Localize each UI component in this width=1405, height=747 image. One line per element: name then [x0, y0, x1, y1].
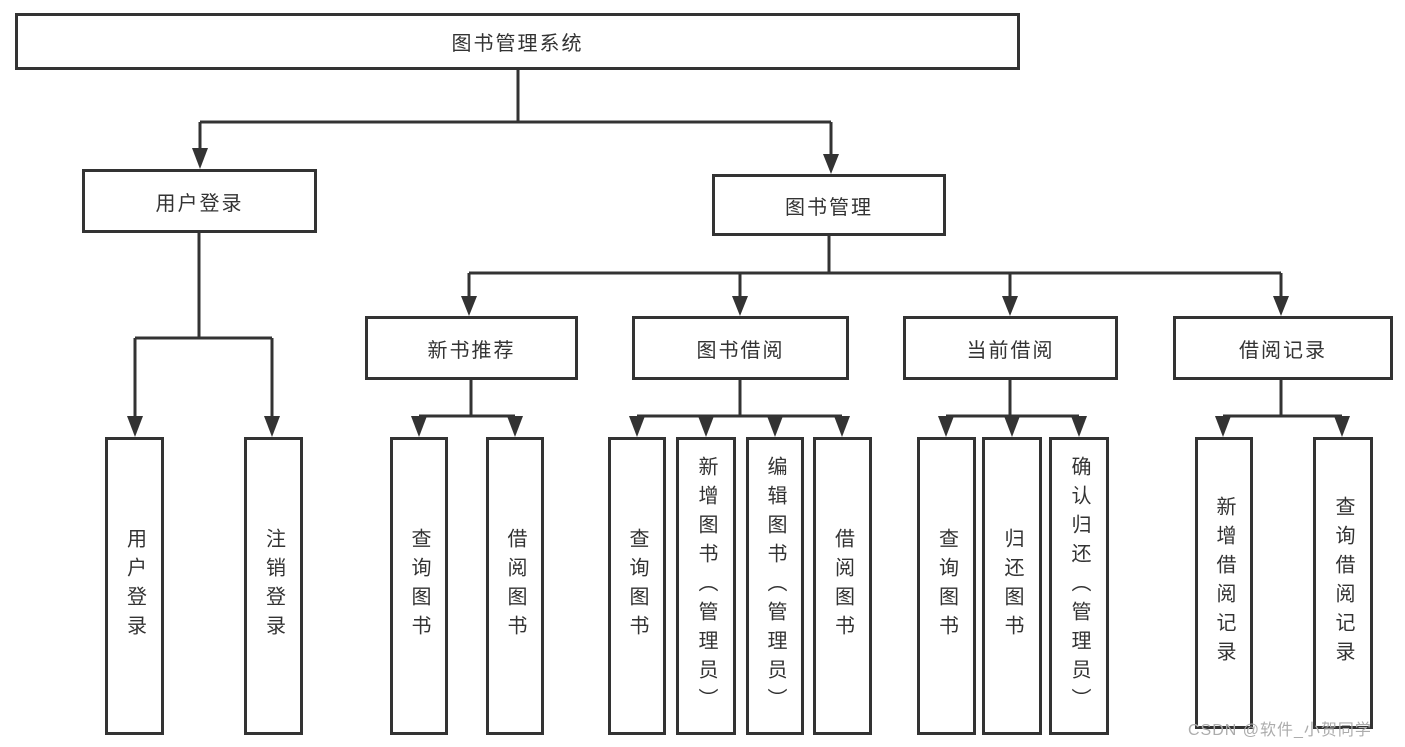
node-borrow-records: 借阅记录 [1173, 316, 1393, 380]
arrowhead [938, 416, 954, 437]
arrowhead [1071, 416, 1087, 437]
arrowhead [767, 416, 783, 437]
arrowhead [629, 416, 645, 437]
node-current-borrow: 当前借阅 [903, 316, 1118, 380]
leaf-add-book-admin: 新增图书（管理员） [676, 437, 736, 735]
arrowhead [834, 416, 850, 437]
arrowhead [1273, 296, 1289, 316]
leaf-borrow-books-recommend: 借阅图书 [486, 437, 544, 735]
root-branch-connector [192, 70, 839, 174]
arrowhead [1004, 416, 1020, 437]
arrowhead [461, 296, 477, 316]
watermark: CSDN @软件_小贺同学 [1188, 722, 1372, 739]
arrowhead [411, 416, 427, 437]
leaf-edit-book-admin: 编辑图书（管理员） [746, 437, 804, 735]
node-library-management-system: 图书管理系统 [15, 13, 1020, 70]
book-management-branch-connector [461, 236, 1289, 316]
leaf-logout-login: 注销登录 [244, 437, 303, 735]
arrowhead [1002, 296, 1018, 316]
node-book-management: 图书管理 [712, 174, 946, 236]
arrowhead [732, 296, 748, 316]
leaf-query-books-recommend: 查询图书 [390, 437, 448, 735]
arrowhead [1215, 416, 1231, 437]
leaf-borrow-books: 借阅图书 [813, 437, 872, 735]
new-book-branch-connector [411, 380, 523, 437]
user-login-branch-connector [127, 233, 280, 437]
leaf-add-borrow-record: 新增借阅记录 [1195, 437, 1253, 729]
node-book-borrow: 图书借阅 [632, 316, 849, 380]
leaf-confirm-return-admin: 确认归还（管理员） [1049, 437, 1109, 735]
arrowhead [1334, 416, 1350, 437]
arrowhead [192, 148, 208, 169]
arrowhead [507, 416, 523, 437]
leaf-query-books-current: 查询图书 [917, 437, 976, 735]
leaf-query-books-borrow: 查询图书 [608, 437, 666, 735]
arrowhead [264, 416, 280, 437]
leaf-user-login: 用户登录 [105, 437, 164, 735]
leaf-query-borrow-record: 查询借阅记录 [1313, 437, 1373, 729]
current-borrow-branch-connector [938, 380, 1087, 437]
arrowhead [127, 416, 143, 437]
leaf-return-book: 归还图书 [982, 437, 1042, 735]
arrowhead [823, 154, 839, 174]
borrow-records-branch-connector [1215, 380, 1350, 437]
book-borrow-branch-connector [629, 380, 850, 437]
node-user-login: 用户登录 [82, 169, 317, 233]
arrowhead [698, 416, 714, 437]
node-new-book-recommend: 新书推荐 [365, 316, 578, 380]
